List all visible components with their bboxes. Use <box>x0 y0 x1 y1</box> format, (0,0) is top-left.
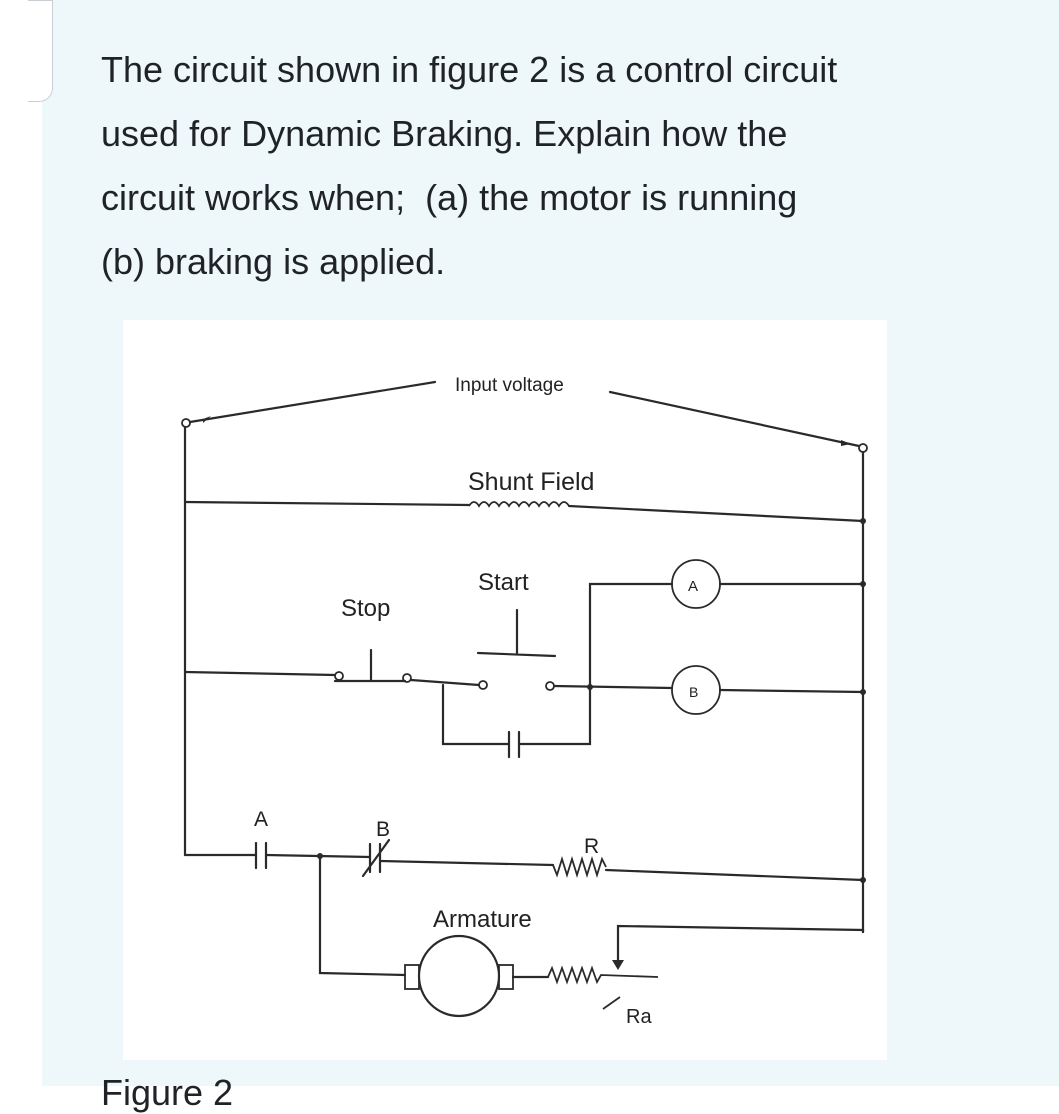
holding-wire-left <box>441 683 511 746</box>
start-contact-right <box>545 681 555 691</box>
contact-b <box>361 838 391 878</box>
coil-a-feed <box>588 582 674 689</box>
resistor-r-label: R <box>584 835 599 858</box>
stop-pushbutton <box>333 648 407 683</box>
circuit-figure: Input voltage Shunt Field A Stop Start B <box>123 320 887 1060</box>
input-lead-right <box>608 390 861 448</box>
start-contact-left <box>478 680 488 690</box>
input-lead-left <box>188 380 437 424</box>
control-wire-left <box>183 670 337 677</box>
contact-b-label: B <box>376 818 390 841</box>
armature-brush-right <box>498 964 514 990</box>
shunt-field-label: Shunt Field <box>468 468 594 496</box>
right-terminal <box>858 443 868 453</box>
shunt-field-coil <box>468 501 570 508</box>
start-label: Start <box>478 569 529 596</box>
question-text: The circuit shown in figure 2 is a contr… <box>101 49 838 282</box>
control-wire-right <box>552 684 674 690</box>
armature-brush-left <box>404 964 420 990</box>
holding-contact <box>507 730 521 759</box>
stop-label: Stop <box>341 595 390 622</box>
arrow-left <box>203 416 211 423</box>
contact-a <box>254 841 268 870</box>
armature <box>417 934 501 1018</box>
stop-to-start-wire <box>409 678 481 687</box>
stop-contact-right <box>402 673 412 683</box>
circuit-diagram: Input voltage Shunt Field A Stop Start B <box>181 375 868 1028</box>
start-pushbutton <box>476 608 557 658</box>
arrow-right <box>841 440 851 446</box>
input-voltage-label: Input voltage <box>455 375 564 396</box>
coil-a-label: A <box>688 578 698 595</box>
stop-contact-left <box>334 671 344 681</box>
holding-wire-right <box>517 685 592 746</box>
rheostat-tap-arrow <box>612 960 624 970</box>
card-edge-tab <box>28 0 53 102</box>
shunt-wire-right <box>567 504 865 523</box>
armature-label: Armature <box>433 906 532 933</box>
resistor-r <box>552 855 607 879</box>
rheostat-tap-wire <box>616 924 865 967</box>
figure-caption: Figure 2 <box>101 1072 234 1113</box>
rheostat-ra-label: Ra <box>626 1006 652 1028</box>
coil-b-return <box>718 688 865 694</box>
coil-b-label: B <box>689 684 698 700</box>
rheostat-ra <box>547 965 659 985</box>
shunt-wire-left <box>183 500 471 507</box>
left-terminal <box>181 418 191 428</box>
contact-a-label: A <box>254 808 268 831</box>
